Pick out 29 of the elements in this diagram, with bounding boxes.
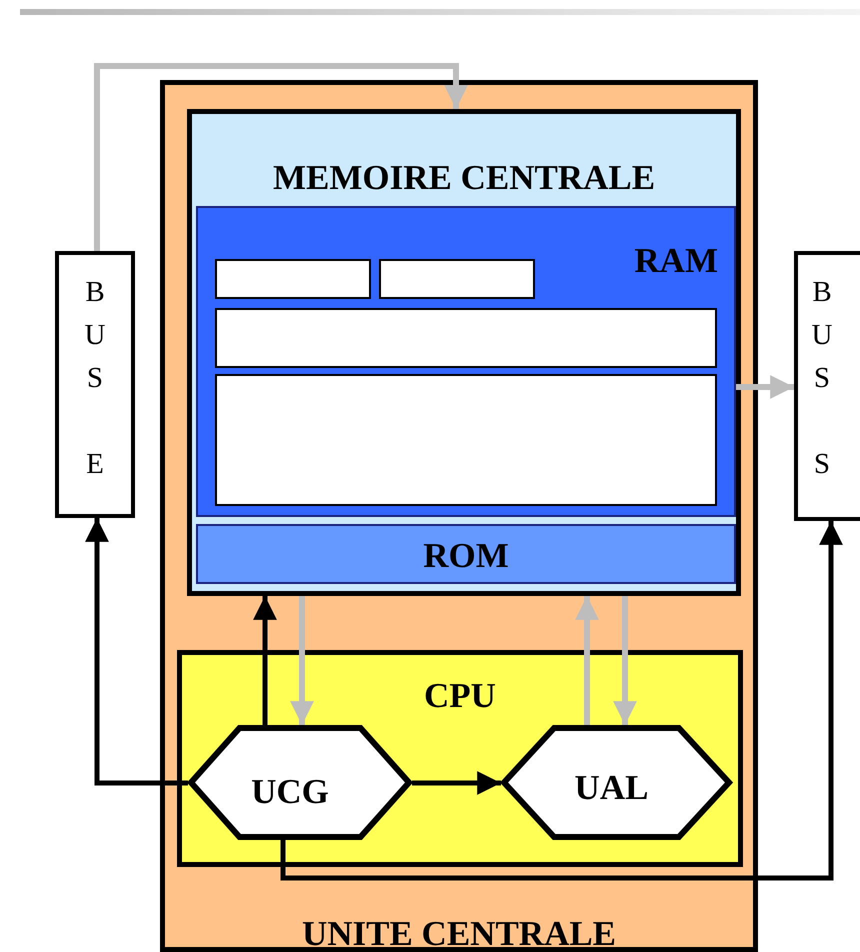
vertical-label: BUS S <box>810 275 834 482</box>
arrow <box>613 596 637 725</box>
arrow <box>94 63 468 251</box>
ram-box <box>196 206 736 517</box>
memory-cell <box>379 259 535 299</box>
box-title: UCG <box>250 773 330 812</box>
box-title: UNITE CENTRALE <box>300 915 618 952</box>
system-unit-box <box>160 80 758 952</box>
arrow <box>253 596 277 725</box>
box-title: RAM <box>634 242 718 280</box>
memory-cell <box>215 374 717 506</box>
arrow <box>290 596 314 725</box>
arrow <box>575 596 599 725</box>
box-title: MEMOIRE CENTRALE <box>272 159 656 198</box>
arrow <box>412 771 501 795</box>
memory-cell <box>215 308 717 368</box>
cpu-box <box>177 650 743 867</box>
box-title: ROM <box>422 537 510 576</box>
memory-box <box>187 109 741 596</box>
memory-cell <box>215 259 371 299</box>
arrow <box>85 518 188 786</box>
arrow <box>280 521 843 880</box>
arrow <box>736 375 794 399</box>
box-title: UAL <box>574 769 650 808</box>
bus-box <box>794 251 860 521</box>
bus-box <box>55 251 135 518</box>
vertical-label: BUS E <box>84 275 106 482</box>
rom-box <box>196 524 736 584</box>
box-title: CPU <box>423 677 497 716</box>
